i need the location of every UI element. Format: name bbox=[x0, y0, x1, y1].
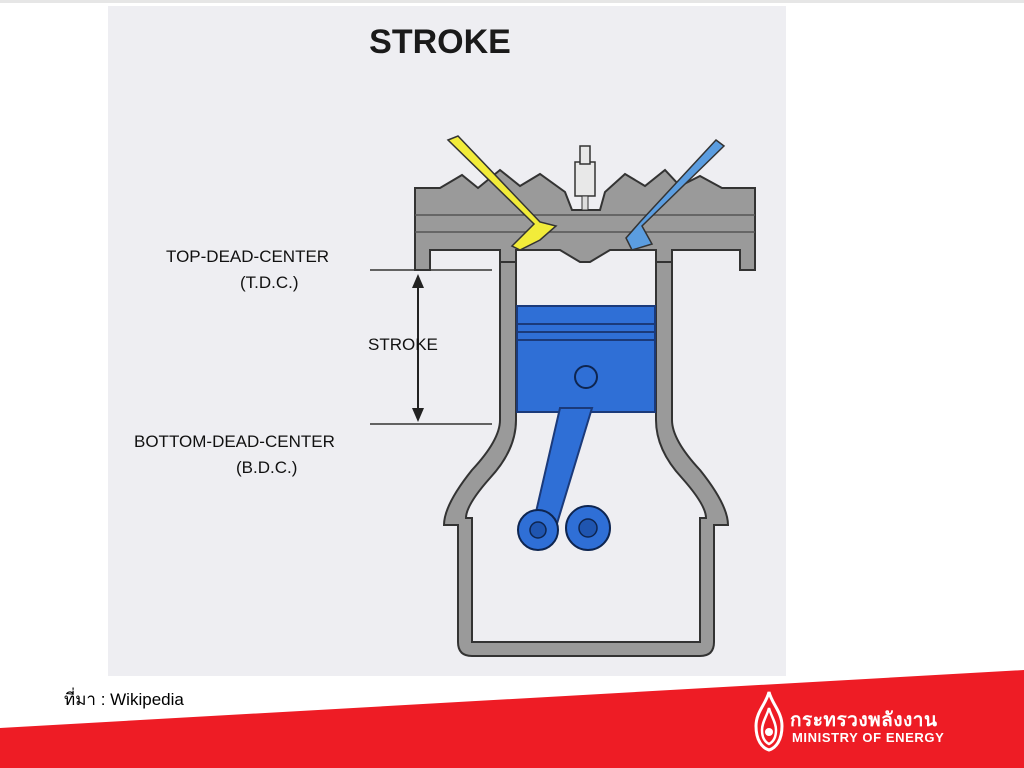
stroke-diagram: STROKE TOP-DEAD-C bbox=[108, 6, 786, 676]
source-citation: ที่มา : Wikipedia bbox=[64, 686, 184, 713]
bdc-abbrev: (B.D.C.) bbox=[236, 458, 297, 477]
source-prefix: ที่มา bbox=[64, 690, 96, 709]
stroke-arrow-head-down bbox=[412, 408, 424, 422]
top-rule bbox=[0, 0, 1024, 3]
source-separator: : bbox=[95, 690, 111, 709]
spark-plug-tip bbox=[579, 145, 591, 165]
crank-big-end-hole bbox=[529, 521, 547, 539]
source-name: Wikipedia bbox=[110, 690, 184, 709]
intake-valve bbox=[446, 135, 558, 251]
stroke-label: STROKE bbox=[368, 335, 438, 354]
engine-block bbox=[442, 255, 730, 657]
ministry-name-thai: กระทรวงพลังงาน bbox=[790, 710, 938, 731]
tdc-abbrev: (T.D.C.) bbox=[240, 273, 299, 292]
flame-icon bbox=[754, 691, 784, 752]
crankshaft-hole bbox=[578, 518, 598, 538]
stroke-arrow-head-up bbox=[412, 274, 424, 288]
piston-pin bbox=[574, 365, 598, 389]
piston bbox=[516, 305, 656, 413]
tdc-label: TOP-DEAD-CENTER bbox=[166, 247, 329, 266]
spark-plug-body bbox=[574, 161, 596, 197]
exhaust-valve bbox=[625, 138, 726, 251]
diagram-title: STROKE bbox=[369, 23, 511, 61]
ministry-name-english: MINISTRY OF ENERGY bbox=[792, 730, 945, 745]
bdc-label: BOTTOM-DEAD-CENTER bbox=[134, 432, 335, 451]
spark-plug-electrode bbox=[581, 195, 589, 211]
